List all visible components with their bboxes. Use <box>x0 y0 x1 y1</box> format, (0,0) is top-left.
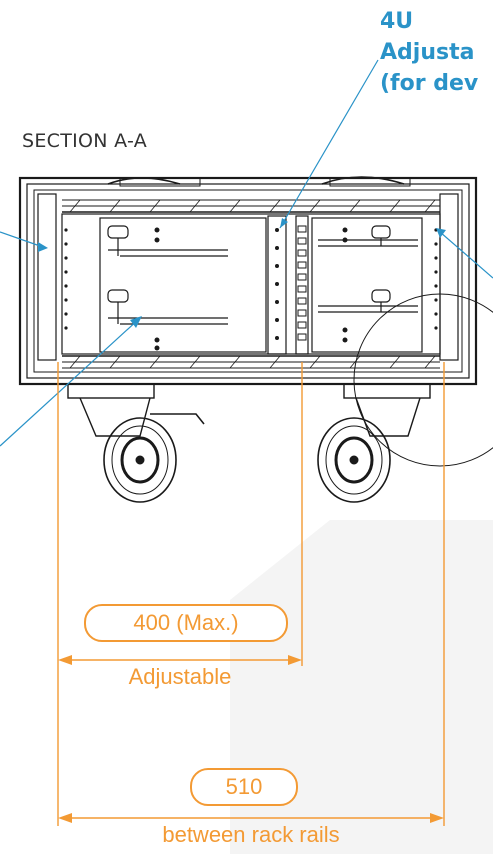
hatching <box>69 199 436 369</box>
depth-dimension-caption: Adjustable <box>128 664 232 689</box>
rail-dimension-value: 510 <box>190 768 298 806</box>
rail-dimension-caption: between rack rails <box>162 822 340 847</box>
watermark <box>230 520 493 854</box>
inner-panels <box>61 213 441 355</box>
dimension-arrowheads <box>58 655 444 823</box>
case-body <box>18 176 478 386</box>
callout-arrowheads <box>38 218 446 328</box>
detail-circle <box>353 293 493 467</box>
section-label: SECTION A-A <box>22 130 148 152</box>
callout-line-2: Adjusta <box>380 40 475 65</box>
callout-4u-title: 4U Adjusta (for dev <box>380 6 478 99</box>
caster-left <box>67 383 205 503</box>
callout-line-3: (for dev <box>380 71 479 96</box>
rail-slots <box>297 225 307 341</box>
depth-dimension-value: 400 (Max.) <box>84 604 288 642</box>
caster-right <box>317 383 431 503</box>
callout-leaders <box>0 59 493 447</box>
callout-line-1: 4U <box>380 9 414 34</box>
dimension-lines <box>57 362 445 826</box>
